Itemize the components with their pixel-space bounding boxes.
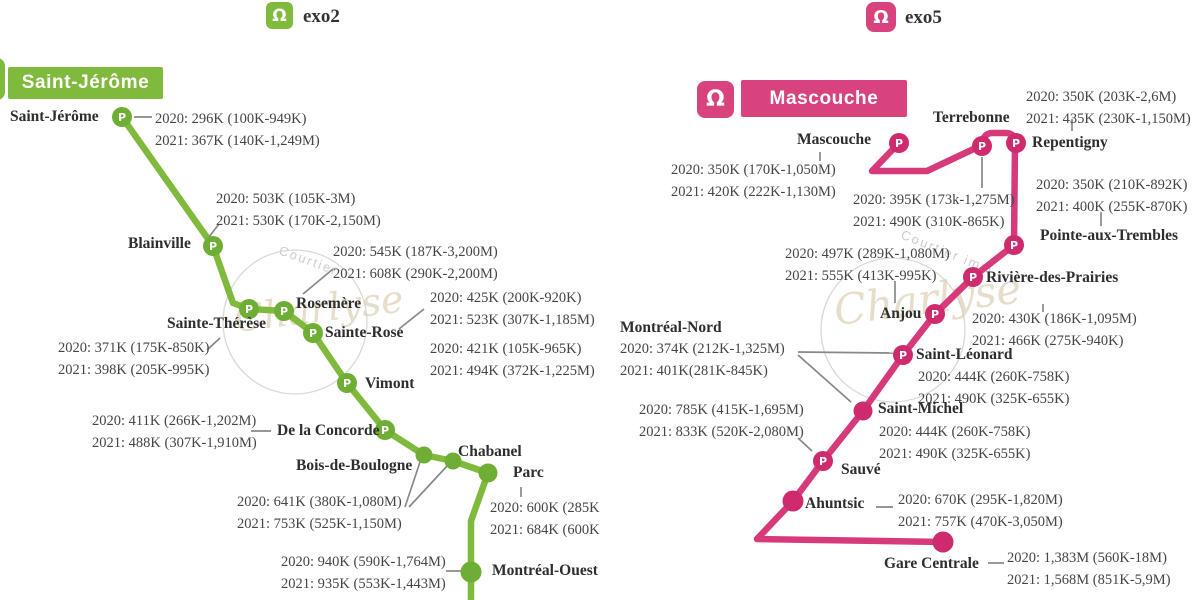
station-data-montreal-ouest: 2020: 940K (590K-1,764M)2021: 935K (553K…	[281, 554, 446, 592]
p-marker-glyph: P	[209, 240, 217, 253]
station-label-ahuntsic: Ahuntsic	[805, 495, 865, 512]
station-data-riviere-des-prairies: 2020: 430K (186K-1,095M)2021: 466K (275K…	[972, 311, 1137, 349]
station-label-de-la-concorde: De la Concorde	[277, 422, 380, 439]
station-data-pointe-aux-trembles: 2020: 350K (210K-892K)2021: 400K (255K-8…	[1036, 177, 1188, 215]
p-marker-glyph: P	[343, 377, 351, 390]
station-data-de-la-concorde: 2020: 411K (266K-1,202M)2021: 488K (307K…	[92, 413, 257, 451]
p-marker-glyph: P	[1012, 137, 1020, 150]
p-marker-glyph: P	[931, 308, 939, 321]
station-data-vimont: 2020: 421K (105K-965K)2021: 494K (372K-1…	[430, 341, 595, 379]
exo2-banner-icon	[0, 58, 5, 100]
exo2-station-markers: P P P P P P P	[112, 107, 498, 583]
p-marker-glyph: P	[381, 424, 389, 437]
station-label-rosemere: Rosemère	[296, 295, 362, 312]
station-label-sauve: Sauvé	[841, 461, 881, 478]
p-marker-glyph: P	[895, 137, 903, 150]
station-data-bois-de-boulogne-chabanel: 2020: 641K (380K-1,080M)2021: 753K (525K…	[237, 494, 402, 532]
station-label-bois-de-boulogne: Bois-de-Boulogne	[296, 457, 413, 474]
station-label-saint-michel: Saint-Michel	[878, 400, 964, 417]
station-data-sauve: 2020: 785K (415K-1,695M)2021: 833K (520K…	[639, 402, 804, 440]
station-label-saint-leonard: Saint-Léonard	[916, 346, 1013, 363]
p-marker-glyph: P	[118, 111, 126, 124]
station-label-pointe-aux-trembles: Pointe-aux-Trembles	[1040, 227, 1179, 244]
station-data-mascouche: 2020: 350K (170K-1,050M)2021: 420K (222K…	[671, 162, 836, 200]
p-marker-glyph: P	[280, 305, 288, 318]
station-data-saint-jerome: 2020: 296K (100K-949K)2021: 367K (140K-1…	[155, 111, 320, 149]
station-label-montreal-nord: Montréal-Nord	[620, 319, 722, 336]
exo5-line-banner: Mascouche	[741, 80, 907, 117]
station-label-blainville: Blainville	[128, 235, 191, 252]
station-label-vimont: Vimont	[365, 375, 415, 392]
station-data-sainte-therese: 2020: 371K (175K-850K)2021: 398K (205K-9…	[58, 340, 210, 378]
station-data-gare-centrale: 2020: 1,383M (560K-18M)2021: 1,568M (851…	[1007, 550, 1171, 588]
station-data-saint-michel: 2020: 444K (260K-758K)2021: 490K (325K-6…	[879, 424, 1031, 462]
station-data-anjou: 2020: 497K (289K-1,080M)2021: 555K (413K…	[785, 246, 950, 284]
exo2-header-label: exo2	[303, 6, 340, 27]
station-label-sainte-rose: Sainte-Rose	[325, 324, 404, 341]
exo5-header-label: exo5	[905, 7, 942, 28]
p-marker-glyph: P	[969, 271, 977, 284]
p-marker-glyph: P	[899, 349, 907, 362]
station-label-repentigny: Repentigny	[1032, 134, 1108, 151]
exo2-header: exo2	[303, 6, 340, 28]
exo2-logo-icon: Ω	[266, 2, 293, 29]
p-marker-glyph: P	[978, 140, 986, 153]
station-label-saint-jerome: Saint-Jérôme	[10, 108, 99, 125]
station-data-ahuntsic: 2020: 670K (295K-1,820M)2021: 757K (470K…	[898, 492, 1063, 530]
station-label-mascouche: Mascouche	[797, 131, 872, 148]
station-label-terrebonne: Terrebonne	[933, 109, 1010, 126]
station-data-parc-clip: 2020: 600K (285K-2021: 684K (600K-	[490, 497, 600, 543]
exo5-header: exo5	[905, 7, 942, 29]
station-label-anjou: Anjou	[880, 305, 922, 322]
watermark-circle-text: Courtier	[277, 243, 341, 278]
station-label-riviere-des-prairies: Rivière-des-Prairies	[986, 269, 1119, 286]
p-marker-glyph: P	[1010, 239, 1018, 252]
station-label-montreal-ouest: Montréal-Ouest	[492, 562, 598, 579]
station-data-repentigny: 2020: 350K (203K-2,6M)2021: 435K (230K-1…	[1026, 89, 1191, 127]
station-label-parc: Parc	[513, 464, 544, 481]
station-label-gare-centrale: Gare Centrale	[884, 555, 979, 572]
station-data-parc: 2020: 600K (285K-2021: 684K (600K-	[490, 500, 600, 538]
exo5-logo-icon: Ω	[866, 2, 896, 32]
station-data-rosemere: 2020: 545K (187K-3,200M)2021: 608K (290K…	[333, 244, 498, 282]
leader-lines	[134, 116, 1102, 572]
station-data-terrebonne: 2020: 395K (173k-1,275M)2021: 490K (310K…	[853, 192, 1015, 230]
station-label-sainte-therese: Sainte-Thérèse	[167, 315, 267, 332]
station-data-sainte-rose: 2020: 425K (200K-920K)2021: 523K (307K-1…	[430, 290, 595, 328]
p-marker-glyph: P	[309, 327, 317, 340]
station-data-blainville: 2020: 503K (105K-3M)2021: 530K (170K-2,1…	[216, 191, 381, 229]
p-marker-glyph: P	[245, 303, 253, 316]
station-data-saint-leonard: 2020: 444K (260K-758K)2021: 490K (325K-6…	[918, 369, 1070, 407]
station-data-montreal-nord: 2020: 374K (212K-1,325M)2021: 401K(281K-…	[620, 341, 785, 379]
exo5-banner-icon: Ω	[697, 81, 734, 118]
p-marker-glyph: P	[819, 455, 827, 468]
exo2-line-banner: Saint-Jérôme	[8, 67, 163, 99]
station-label-chabanel: Chabanel	[458, 443, 522, 460]
exo5-station-markers: P P P P P P P P	[782, 133, 1026, 553]
